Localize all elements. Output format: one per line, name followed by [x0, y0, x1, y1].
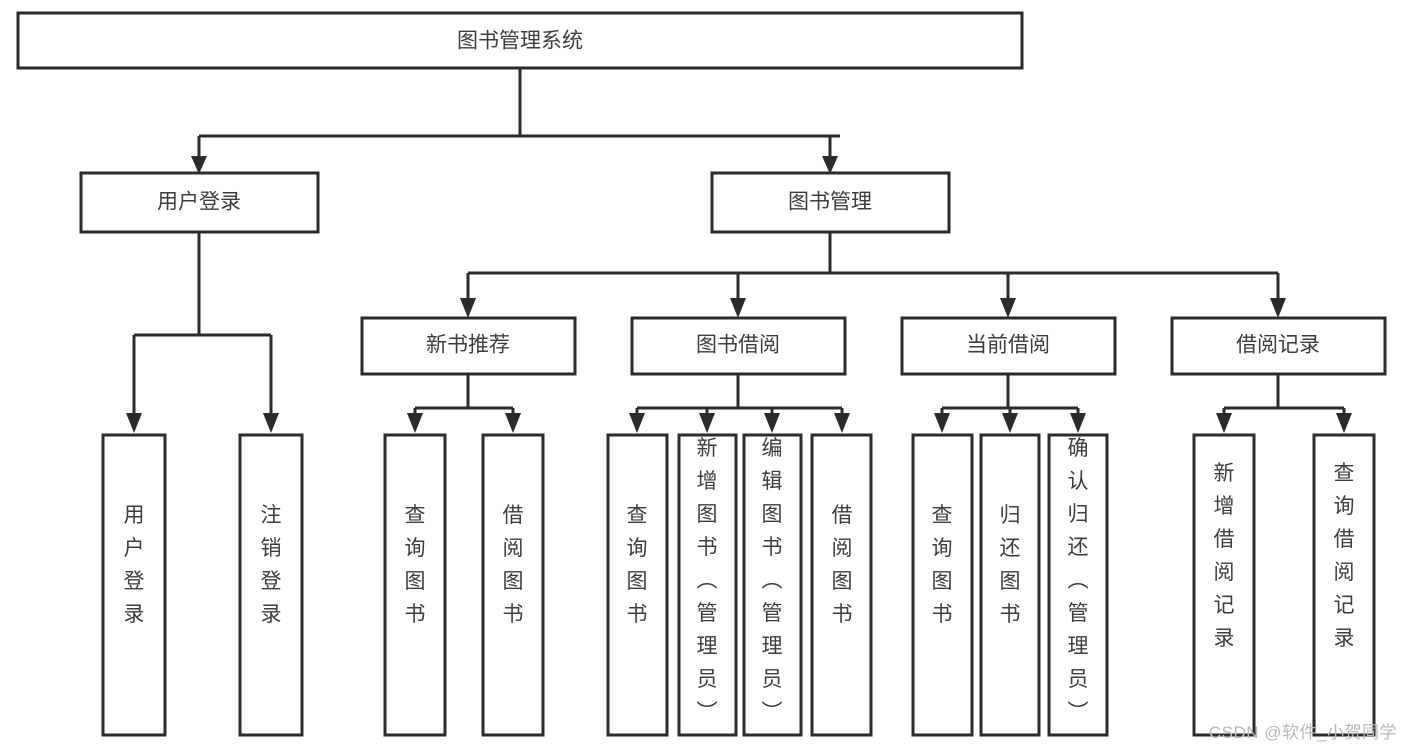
node-leaf-edit-book-label: 编辑图书︵管理员︶	[762, 437, 783, 724]
node-leaf-borrow-book-2-label: 借阅图书	[832, 504, 853, 626]
node-new-book-rec-box[interactable]	[360, 316, 577, 376]
node-root-box[interactable]	[16, 11, 1024, 70]
arrow-to-current-borrow	[1000, 298, 1016, 318]
arrow-leaf-query-book-3	[934, 413, 950, 433]
node-leaf-borrow-book-2-box[interactable]	[810, 433, 873, 737]
arrow-to-book-borrow	[730, 298, 746, 318]
node-book-borrow[interactable]: 图书借阅	[630, 316, 847, 376]
node-leaf-confirm-return-label: 确认归还︵管理员︶	[1068, 437, 1089, 724]
node-leaf-add-record[interactable]: 新增借阅记录	[1192, 433, 1256, 737]
arrow-to-user-login	[191, 156, 207, 174]
node-leaf-query-book-2-label: 查询图书	[627, 504, 648, 626]
node-leaf-edit-book[interactable]: 编辑图书︵管理员︶	[742, 433, 803, 737]
node-root[interactable]: 图书管理系统	[16, 11, 1024, 70]
arrow-leaf-query-book-1	[407, 413, 423, 433]
node-root-label: 图书管理系统	[457, 30, 583, 53]
node-leaf-add-record-label: 新增借阅记录	[1214, 462, 1235, 650]
node-leaf-confirm-return[interactable]: 确认归还︵管理员︶	[1047, 433, 1109, 737]
node-user-login-box[interactable]	[79, 171, 320, 234]
node-book-borrow-box[interactable]	[630, 316, 847, 376]
node-new-book-rec-label: 新书推荐	[426, 334, 510, 357]
node-leaf-return-book-box[interactable]	[979, 433, 1041, 737]
arrow-leaf-user-login	[126, 413, 142, 433]
arrow-leaf-logout-login	[263, 413, 279, 433]
node-current-borrow[interactable]: 当前借阅	[900, 316, 1117, 376]
node-leaf-borrow-book-2[interactable]: 借阅图书	[810, 433, 873, 737]
node-leaf-query-record-box[interactable]	[1312, 433, 1376, 737]
node-book-borrow-label: 图书借阅	[696, 334, 780, 357]
node-leaf-query-book-2[interactable]: 查询图书	[606, 433, 669, 737]
node-leaf-return-book[interactable]: 归还图书	[979, 433, 1041, 737]
node-user-login[interactable]: 用户登录	[79, 171, 320, 234]
node-leaf-query-book-3[interactable]: 查询图书	[911, 433, 974, 737]
node-current-borrow-label: 当前借阅	[966, 334, 1050, 357]
node-leaf-add-book-box[interactable]	[677, 433, 738, 737]
arrow-leaf-query-book-2	[629, 413, 645, 433]
node-leaf-query-book-1[interactable]: 查询图书	[383, 433, 447, 737]
node-leaf-query-record[interactable]: 查询借阅记录	[1312, 433, 1376, 737]
node-leaf-edit-book-box[interactable]	[742, 433, 803, 737]
arrow-leaf-edit-book	[764, 413, 780, 433]
node-leaf-logout-login[interactable]: 注销登录	[238, 433, 304, 737]
node-leaf-query-book-1-box[interactable]	[383, 433, 447, 737]
node-leaf-borrow-book-1-label: 借阅图书	[503, 504, 524, 626]
node-leaf-logout-login-label: 注销登录	[261, 504, 282, 626]
node-book-manage-box[interactable]	[710, 171, 951, 234]
node-leaf-query-book-3-box[interactable]	[911, 433, 974, 737]
arrow-to-new-book-rec	[460, 298, 476, 318]
node-leaf-return-book-label: 归还图书	[1000, 504, 1021, 626]
node-leaf-user-login-box[interactable]	[101, 433, 167, 737]
connector-layer	[126, 68, 1352, 433]
arrow-leaf-confirm-return	[1070, 413, 1086, 433]
node-leaf-borrow-book-1[interactable]: 借阅图书	[481, 433, 545, 737]
node-leaf-borrow-book-1-box[interactable]	[481, 433, 545, 737]
node-leaf-add-book[interactable]: 新增图书︵管理员︶	[677, 433, 738, 737]
node-borrow-record-label: 借阅记录	[1236, 334, 1320, 357]
node-book-manage-label: 图书管理	[788, 191, 872, 214]
node-leaf-query-record-label: 查询借阅记录	[1334, 462, 1355, 650]
csdn-watermark: CSDN @软件_小贺同学	[1208, 723, 1397, 742]
arrow-leaf-borrow-book-1	[505, 413, 521, 433]
node-leaf-add-book-label: 新增图书︵管理员︶	[697, 437, 718, 724]
arrow-leaf-return-book	[1002, 413, 1018, 433]
node-leaf-user-login[interactable]: 用户登录	[101, 433, 167, 737]
node-current-borrow-box[interactable]	[900, 316, 1117, 376]
node-borrow-record[interactable]: 借阅记录	[1170, 316, 1387, 376]
node-book-manage[interactable]: 图书管理	[710, 171, 951, 234]
arrow-to-book-manage	[822, 156, 838, 174]
node-leaf-add-record-box[interactable]	[1192, 433, 1256, 737]
arrow-leaf-add-book	[699, 413, 715, 433]
node-borrow-record-box[interactable]	[1170, 316, 1387, 376]
node-leaf-query-book-2-box[interactable]	[606, 433, 669, 737]
node-leaf-query-book-3-label: 查询图书	[932, 504, 953, 626]
node-leaf-query-book-1-label: 查询图书	[405, 504, 426, 626]
arrow-leaf-borrow-book-2	[834, 413, 850, 433]
node-leaf-user-login-label: 用户登录	[124, 504, 145, 626]
arrow-to-borrow-record	[1270, 298, 1286, 318]
arrow-leaf-query-record	[1336, 413, 1352, 433]
node-leaf-logout-login-box[interactable]	[238, 433, 304, 737]
node-user-login-label: 用户登录	[157, 191, 241, 214]
node-leaf-confirm-return-box[interactable]	[1047, 433, 1109, 737]
arrow-leaf-add-record	[1216, 413, 1232, 433]
node-new-book-rec[interactable]: 新书推荐	[360, 316, 577, 376]
